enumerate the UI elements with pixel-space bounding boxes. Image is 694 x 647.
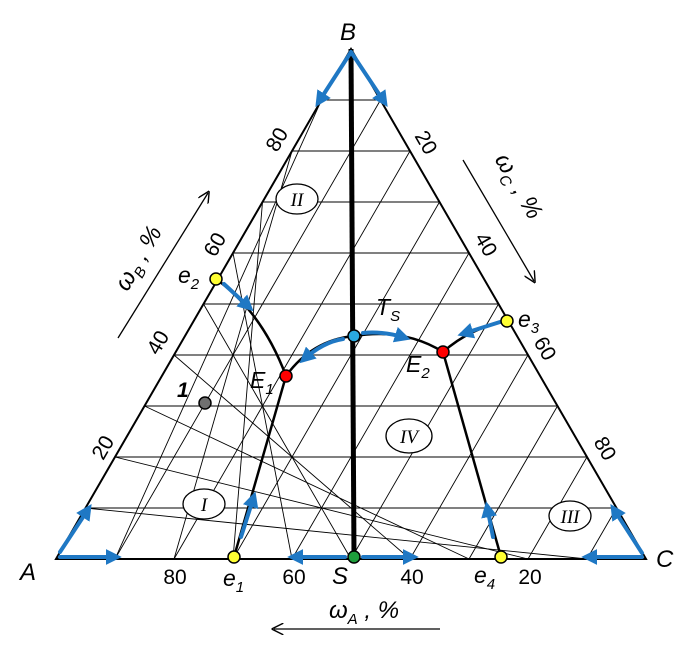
- vertex-C: C: [656, 546, 674, 573]
- axis-arrow-B: [117, 193, 208, 339]
- point-E1: [279, 369, 293, 383]
- arrow-B-left: [315, 50, 353, 108]
- boundary-curves: [215, 277, 508, 558]
- grid-line-falling: [173, 354, 411, 560]
- region-III-outline: [548, 500, 592, 532]
- tick-bottom-80: 80: [163, 566, 186, 589]
- tick-left-80: 80: [262, 124, 294, 156]
- vertex-A: A: [18, 559, 36, 586]
- vertex-S: S: [332, 563, 348, 590]
- tick-bottom-40: 40: [400, 566, 423, 589]
- arrow-TS-left: [299, 337, 345, 364]
- grid-line-falling: [85, 507, 588, 560]
- grid-line-falling: [203, 303, 352, 560]
- point-TS: [347, 329, 361, 343]
- arrow-B-right: [349, 50, 388, 107]
- arrow-e4-up: [481, 501, 497, 539]
- region-I-label: I: [200, 495, 209, 516]
- axis-arrow-C: [462, 159, 534, 281]
- vertex-B: B: [340, 19, 356, 46]
- point-e4: [494, 550, 508, 564]
- tick-left-40: 40: [143, 327, 175, 359]
- label-E1: E1: [250, 367, 274, 398]
- join-line-S-B: [348, 48, 357, 558]
- grid-line-rising: [468, 405, 558, 560]
- region-I-outline: [182, 488, 226, 520]
- tick-right-80: 80: [589, 433, 621, 465]
- label-E2: E2: [406, 351, 430, 382]
- grid-line-falling: [114, 456, 529, 560]
- curve-E1-TS: [284, 334, 355, 377]
- label-e3: e3: [518, 306, 540, 337]
- point-e2: [209, 272, 223, 286]
- arrow-e2-down: [222, 282, 254, 312]
- arrow-TS-right: [361, 326, 411, 343]
- point-e3: [500, 314, 514, 328]
- region-III-label: III: [560, 507, 582, 528]
- arrow-C-up: [610, 503, 644, 555]
- axis-title-A: ωA , %: [329, 597, 399, 628]
- tick-right-20: 20: [410, 127, 442, 159]
- axis-title-B: ωB , %: [109, 221, 171, 297]
- curve-e3-E2: [442, 319, 508, 353]
- grid-line-rising: [409, 354, 529, 560]
- point-E2: [436, 345, 450, 359]
- label-e2: e2: [178, 262, 200, 293]
- tick-bottom-20: 20: [518, 566, 541, 589]
- grid-line-falling: [144, 405, 470, 560]
- arrow-e3-left: [457, 320, 502, 339]
- points: [198, 272, 514, 564]
- tick-right-40: 40: [470, 229, 502, 261]
- direction-arrows: [58, 50, 644, 565]
- tick-bottom-60: 60: [282, 566, 305, 589]
- point-S: [347, 550, 361, 564]
- grid-line-rising: [232, 201, 440, 560]
- label-e1: e1: [223, 565, 244, 596]
- region-labels: I II III IV: [182, 183, 592, 532]
- label-e4: e4: [474, 562, 495, 593]
- arrow-e1-up: [239, 491, 259, 539]
- tick-left-60: 60: [200, 229, 232, 261]
- tick-right-60: 60: [529, 333, 561, 365]
- label-TS: TS: [376, 294, 400, 325]
- point-1: [198, 396, 212, 410]
- label-point-1: 1: [177, 379, 189, 402]
- region-IV-outline: [385, 418, 433, 454]
- point-e1: [227, 550, 241, 564]
- region-II-label: II: [290, 190, 305, 211]
- region-II-outline: [275, 183, 319, 215]
- region-IV-label: IV: [399, 427, 420, 448]
- arrow-A-up: [58, 503, 92, 554]
